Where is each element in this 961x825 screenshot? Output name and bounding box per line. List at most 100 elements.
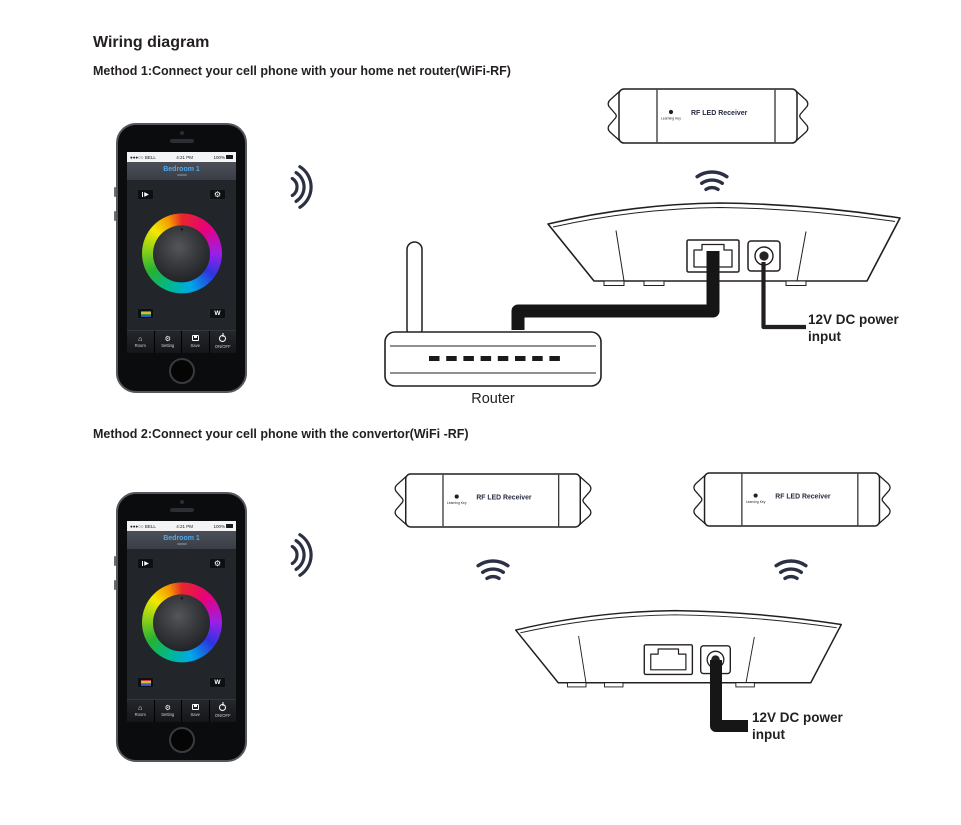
method2-heading: Method 2:Connect your cell phone with th… <box>93 427 469 441</box>
save-icon <box>191 335 199 342</box>
volume-button <box>114 211 116 221</box>
rf-led-receiver: Learning Key RF LED Receiver <box>394 473 592 528</box>
convertor-foot <box>785 280 807 286</box>
play-icon-bar <box>142 561 144 566</box>
gear-icon: ⚙ <box>164 335 171 343</box>
rgb-stripe-blue <box>140 684 151 686</box>
room-title: Bedroom 1 <box>163 535 200 542</box>
app-header: Bedroom 1 <box>127 162 236 180</box>
receiver-body <box>404 473 582 528</box>
app-body: ▶ ⚙ W <box>127 549 236 699</box>
method1-heading: Method 1:Connect your cell phone with yo… <box>93 64 511 78</box>
carrier-signal-text: ●●●○○ BELL <box>130 154 156 160</box>
nav-room: ⌂Room <box>127 700 155 722</box>
rgb-stripe-yellow <box>140 681 151 683</box>
rgb-mode-button <box>137 677 154 688</box>
wifi-icon <box>695 170 729 192</box>
learning-key-button <box>454 494 459 499</box>
smartphone-method2: ●●●○○ BELL 4:21 PM 100% Bedroom 1 ▶ ⚙ W … <box>114 492 247 762</box>
convertor-foot <box>567 682 587 688</box>
ethernet-port-opening <box>693 243 733 268</box>
receiver-mount-ear-right <box>878 474 891 525</box>
play-button: ▶ <box>137 558 154 569</box>
front-camera-dot <box>179 131 184 135</box>
router-led-indicators <box>429 356 560 361</box>
speaker-slot <box>169 508 194 512</box>
page-title: Wiring diagram <box>93 34 210 51</box>
nav-save: Save <box>182 700 210 722</box>
battery-icon <box>225 524 233 528</box>
learning-key-button <box>753 493 758 498</box>
nav-onoff: ON/OFF <box>209 331 236 353</box>
power-label-line2: input <box>752 726 785 742</box>
room-subtitle-dash <box>176 174 187 176</box>
nav-save-label: Save <box>190 712 201 718</box>
volume-button <box>114 187 116 197</box>
status-bar: ●●●○○ BELL 4:21 PM 100% <box>127 521 236 531</box>
volume-button <box>114 556 116 566</box>
color-wheel <box>141 213 222 294</box>
play-icon: ▶ <box>144 192 149 198</box>
rgb-stripe-green <box>140 313 151 315</box>
receiver-label: RF LED Receiver <box>775 494 831 501</box>
router-antenna <box>406 241 423 338</box>
convertor-foot <box>603 280 625 286</box>
battery-percent: 100% <box>213 523 225 529</box>
smartphone-method1: ●●●○○ BELL 4:21 PM 100% Bedroom 1 ▶ ⚙ W … <box>114 123 247 393</box>
wifi-icon <box>476 559 510 581</box>
battery-icon <box>225 155 233 159</box>
home-button <box>168 358 195 384</box>
nav-onoff-label: ON/OFF <box>214 343 231 349</box>
learning-key-label: Learning Key <box>447 501 467 505</box>
app-screen: ●●●○○ BELL 4:21 PM 100% Bedroom 1 ▶ ⚙ W … <box>127 521 236 722</box>
status-time: 4:21 PM <box>176 154 194 160</box>
home-button <box>168 727 195 753</box>
receiver-mount-ear-right <box>578 475 592 526</box>
convertor-foot <box>643 280 665 286</box>
nav-onoff: ON/OFF <box>209 700 236 722</box>
nav-setting-label: Setting <box>161 342 175 348</box>
wifi-convertor <box>514 609 843 688</box>
speaker-slot <box>169 139 194 143</box>
learning-key-label: Learning Key <box>661 117 681 121</box>
color-wheel-knob <box>153 593 210 651</box>
white-mode-button: W <box>209 677 226 688</box>
ethernet-port <box>643 644 694 676</box>
nav-setting-label: Setting <box>161 711 175 717</box>
app-nav-bar: ⌂Room ⚙Setting Save ON/OFF <box>127 699 236 722</box>
gear-icon: ⚙ <box>213 559 222 568</box>
ethernet-port-opening <box>650 648 687 671</box>
power-input-label-method2: 12V DC power input <box>752 710 843 743</box>
power-label-line1: 12V DC power <box>752 710 843 725</box>
rf-led-receiver: Learning Key RF LED Receiver <box>607 88 809 144</box>
rgb-stripe-red <box>140 310 151 312</box>
receiver-body <box>618 88 798 144</box>
play-button: ▶ <box>137 189 154 200</box>
home-icon: ⌂ <box>138 335 143 343</box>
nav-room-label: Room <box>134 342 146 348</box>
rf-led-receiver: Learning Key RF LED Receiver <box>693 472 891 527</box>
battery-percent: 100% <box>213 154 225 160</box>
app-screen: ●●●○○ BELL 4:21 PM 100% Bedroom 1 ▶ ⚙ W … <box>127 152 236 353</box>
receiver-mount-ear-left <box>607 90 621 142</box>
status-bar: ●●●○○ BELL 4:21 PM 100% <box>127 152 236 162</box>
wifi-icon <box>774 559 808 581</box>
rgb-stripe-red <box>140 679 151 681</box>
rgb-stripe-yellow <box>140 312 151 314</box>
receiver-label: RF LED Receiver <box>476 495 532 502</box>
power-input-label-method1: 12V DC power input <box>808 312 899 345</box>
router <box>384 241 602 387</box>
learning-key-button <box>668 109 674 115</box>
dc-plug <box>759 251 769 261</box>
color-wheel <box>141 582 222 663</box>
nav-setting: ⚙Setting <box>154 331 182 353</box>
router-label: Router <box>471 391 515 407</box>
power-icon <box>219 703 227 711</box>
power-label-line2: input <box>808 328 841 344</box>
receiver-body <box>703 472 881 527</box>
play-icon: ▶ <box>144 561 149 567</box>
volume-button <box>114 580 116 590</box>
nav-room-label: Room <box>134 711 146 717</box>
front-camera-dot <box>179 500 184 504</box>
